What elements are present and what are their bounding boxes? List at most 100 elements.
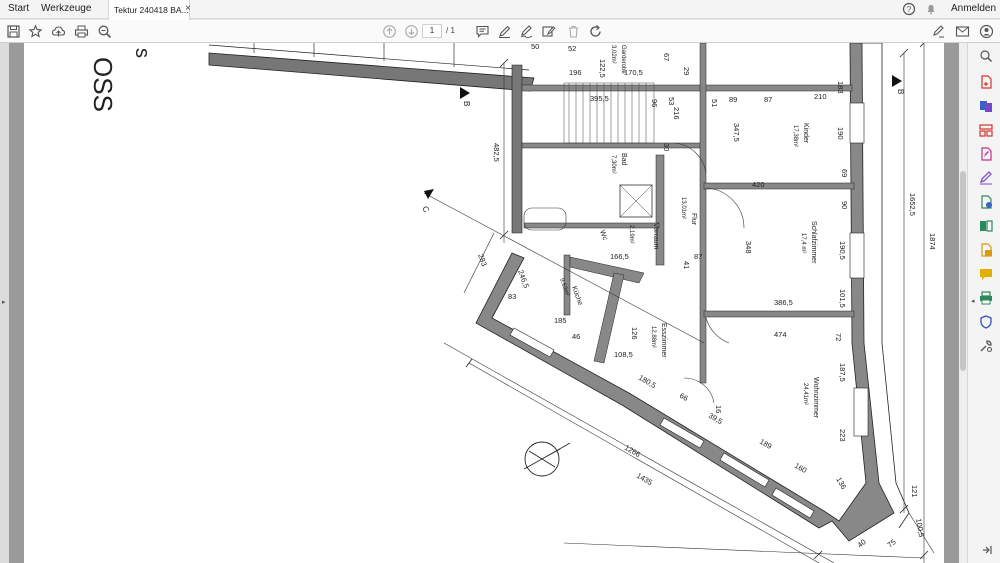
page-total-label: / 1 bbox=[446, 26, 455, 35]
dimension-label: 1874 bbox=[928, 233, 937, 250]
more-tools-wrench-icon[interactable] bbox=[979, 339, 993, 353]
room-area-garderobe: 3,02m² bbox=[610, 45, 616, 64]
bell-icon[interactable] bbox=[924, 2, 938, 16]
north-arrow-symbol bbox=[523, 441, 571, 477]
dimension-label: 196 bbox=[569, 68, 582, 77]
room-name-bad: Bad bbox=[620, 153, 627, 166]
comment-icon[interactable] bbox=[475, 24, 490, 39]
dimension-label: 40 bbox=[856, 537, 868, 549]
dimension-label: 122,5 bbox=[598, 59, 607, 78]
room-name-flur: Flur bbox=[690, 213, 697, 226]
dimension-label: 395,5 bbox=[590, 94, 609, 103]
room-area-esszimmer: 12,88m² bbox=[650, 326, 656, 348]
dimension-label: 75 bbox=[886, 537, 898, 549]
section-marker-b-right: B bbox=[896, 89, 905, 94]
scan-ocr-icon[interactable] bbox=[979, 243, 993, 257]
room-area-bad: 7,30m² bbox=[610, 155, 616, 174]
dimension-label: 83 bbox=[508, 292, 516, 301]
document-viewport[interactable]: OSS s bbox=[9, 43, 959, 563]
room-name-wc: Wc bbox=[598, 229, 608, 241]
dimension-label: 185 bbox=[554, 316, 567, 325]
scrollbar-thumb[interactable] bbox=[960, 171, 966, 371]
collapse-right-pane-arrow-icon[interactable]: ◂ bbox=[971, 298, 975, 305]
dimension-label: 90 bbox=[840, 201, 849, 209]
mail-icon[interactable] bbox=[955, 24, 970, 39]
collapse-pane-icon[interactable] bbox=[979, 543, 993, 557]
dimension-label: 283 bbox=[476, 253, 489, 268]
dimension-label: 100,5 bbox=[914, 518, 926, 538]
dimension-label: 89 bbox=[729, 95, 737, 104]
sign-pen-icon[interactable] bbox=[519, 24, 534, 39]
left-panel-toggle[interactable]: ▸ bbox=[0, 43, 9, 563]
previous-page-icon[interactable] bbox=[382, 24, 397, 39]
dimension-label: 216 bbox=[672, 107, 681, 120]
menu-tools[interactable]: Werkzeuge bbox=[41, 3, 92, 14]
dimension-label: 108,5 bbox=[614, 350, 633, 359]
zoom-search-icon[interactable] bbox=[97, 24, 112, 39]
room-area-flur: 13,01m² bbox=[680, 197, 686, 219]
dimension-label: 347,5 bbox=[732, 123, 741, 142]
dimension-label: 210 bbox=[814, 92, 827, 101]
document-tab-title: Tektur 240418 BA... bbox=[114, 5, 189, 15]
dimension-label: 52 bbox=[568, 44, 576, 53]
dimension-label: 126 bbox=[630, 327, 639, 340]
upload-cloud-icon[interactable] bbox=[51, 24, 66, 39]
dimension-label: 1435 bbox=[635, 471, 654, 487]
trash-icon[interactable] bbox=[566, 24, 581, 39]
floor-plan-drawing: OSS s bbox=[88, 43, 937, 563]
dimension-label: 53 bbox=[667, 97, 676, 105]
organize-pages-icon[interactable] bbox=[979, 123, 993, 137]
stamp-edit-icon[interactable] bbox=[541, 24, 556, 39]
compare-files-icon[interactable] bbox=[979, 219, 993, 233]
print-production-icon[interactable] bbox=[979, 291, 993, 305]
dimension-label: 121 bbox=[910, 485, 919, 498]
document-tab[interactable]: Tektur 240418 BA... × bbox=[108, 0, 191, 20]
edit-pdf-icon[interactable] bbox=[979, 147, 993, 161]
dimension-label: 246,5 bbox=[516, 269, 531, 290]
comment-tool-icon[interactable] bbox=[979, 267, 993, 281]
room-name-schlafzimmer: Schlafzimmer bbox=[810, 221, 817, 264]
export-pdf-icon[interactable] bbox=[979, 195, 993, 209]
zoom-icon[interactable] bbox=[979, 49, 993, 63]
share-user-icon[interactable] bbox=[979, 24, 994, 39]
next-page-icon[interactable] bbox=[404, 24, 419, 39]
fill-sign-icon[interactable] bbox=[931, 24, 946, 39]
dimension-label: 72 bbox=[834, 333, 843, 341]
dimension-label: 187,5 bbox=[838, 363, 847, 382]
tab-close-button[interactable]: × bbox=[185, 3, 191, 14]
protect-shield-icon[interactable] bbox=[979, 315, 993, 329]
print-icon[interactable] bbox=[74, 24, 89, 39]
expand-left-arrow-icon[interactable]: ▸ bbox=[2, 299, 6, 306]
dimension-label: 386,5 bbox=[774, 298, 793, 307]
section-marker-b-left: B bbox=[462, 101, 471, 106]
dimension-label: 190,5 bbox=[838, 241, 847, 260]
dimension-label: 87 bbox=[694, 252, 702, 261]
star-icon[interactable] bbox=[28, 24, 43, 39]
fill-sign-pen-icon[interactable] bbox=[979, 171, 993, 185]
dimension-label: 136 bbox=[834, 476, 848, 491]
highlight-pen-icon[interactable] bbox=[497, 24, 512, 39]
page-number-input[interactable]: 1 bbox=[422, 24, 442, 38]
room-area-wc: 2,19m² bbox=[628, 225, 634, 244]
create-pdf-icon[interactable] bbox=[979, 75, 993, 89]
dimension-label: 348 bbox=[744, 241, 753, 254]
dimension-label: 1652,5 bbox=[908, 193, 917, 216]
sign-in-link[interactable]: Anmelden bbox=[951, 3, 997, 14]
dimension-label: 67 bbox=[662, 53, 671, 61]
dimension-label: 166,5 bbox=[610, 252, 629, 261]
dimension-label: 87 bbox=[764, 95, 772, 104]
combine-files-icon[interactable] bbox=[979, 99, 993, 113]
dimension-label: 474 bbox=[774, 330, 787, 339]
menu-start[interactable]: Start bbox=[8, 3, 30, 14]
room-name-kueche: Küche bbox=[570, 285, 583, 306]
vertical-scrollbar[interactable] bbox=[959, 43, 967, 563]
menu-bar: Start Werkzeuge Tektur 240418 BA... × ? … bbox=[0, 0, 1000, 20]
help-icon[interactable]: ? bbox=[902, 2, 916, 16]
dimension-label: 46 bbox=[572, 332, 580, 341]
section-marker-c: C bbox=[420, 205, 431, 215]
rotate-icon[interactable] bbox=[588, 24, 603, 39]
svg-text:s: s bbox=[131, 48, 153, 58]
dimension-label: 183 bbox=[836, 81, 845, 94]
save-icon[interactable] bbox=[6, 24, 21, 39]
